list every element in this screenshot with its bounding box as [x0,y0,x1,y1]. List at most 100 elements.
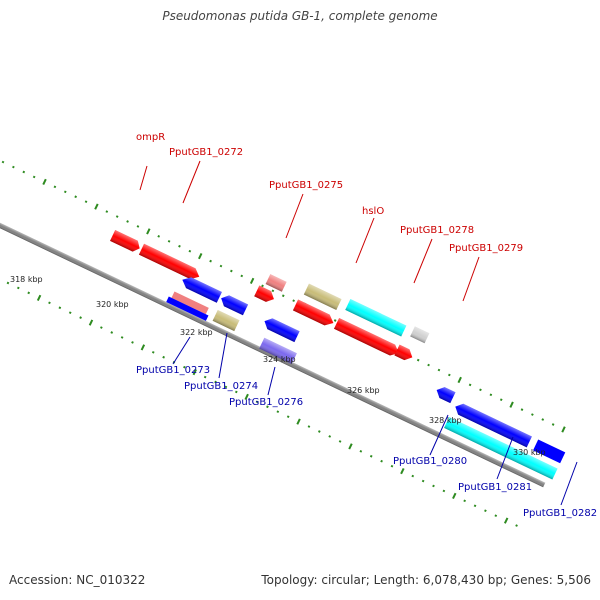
ruler-tick [328,435,332,438]
ruler-tick [115,215,119,218]
ruler-tick [136,225,140,228]
ruler-tick [79,316,82,319]
ruler-tick [140,344,146,351]
ruler-tick [224,385,228,389]
ruler-tick [203,375,207,379]
ruler-tick [219,264,223,268]
label-hslO[interactable]: hslO [362,206,384,217]
ruler-tick [183,365,186,369]
ruler-tick [509,401,514,408]
label-PputGB1-0280[interactable]: PputGB1_0280 [393,456,467,467]
ruler-tick [463,499,466,503]
label-PputGB1-0276[interactable]: PputGB1_0276 [229,397,303,408]
label-PputGB1-0273[interactable]: PputGB1_0273 [136,365,210,376]
ruler-tick [457,376,462,384]
scale-label: 324 kbp [263,355,296,364]
ruler-tick [400,467,405,475]
label-PputGB1-0275[interactable]: PputGB1_0275 [269,180,343,191]
ruler-tick [421,479,425,483]
ruler-tick [468,383,472,387]
ruler-tick [214,380,217,384]
ruler-tick [531,413,534,416]
ruler-tick [48,301,51,305]
ruler-tick [318,430,321,433]
label-PputGB1-0281[interactable]: PputGB1_0281 [458,482,532,493]
ruler-tick [146,228,151,235]
forward-strand-genes [110,230,430,361]
ruler-tick [520,408,524,411]
ruler-tick [494,514,498,518]
outer-tick-row [1,160,566,433]
scale-label: 330 kbp [513,448,546,457]
ruler-tick [281,294,285,298]
label-PputGB1-0282[interactable]: PputGB1_0282 [523,508,597,519]
gene-blue-0273c[interactable] [166,296,209,321]
inner-tick-row [6,281,518,527]
ruler-tick [286,415,290,418]
ruler-tick [178,244,181,248]
ruler-tick [68,311,72,315]
ruler-tick [74,195,78,199]
ruler-tick [380,459,383,463]
ruler-tick [249,277,255,285]
ruler-tick [105,210,109,213]
ruler-tick [489,393,493,397]
ruler-tick [53,185,57,189]
ruler-tick [338,440,342,443]
ruler-tick [22,170,26,174]
ruler-tick [63,190,67,194]
ruler-tick [266,405,269,409]
ruler-tick [432,484,435,488]
label-PputGB1-0278[interactable]: PputGB1_0278 [400,225,474,236]
ruler-tick [359,449,363,453]
ruler-tick [276,410,280,414]
ruler-tick [541,418,545,421]
ruler-tick [1,160,5,164]
ruler-tick [88,319,94,326]
genome-summary-text: Topology: circular; Length: 6,078,430 bp… [261,573,591,587]
ruler-tick [131,341,134,344]
ruler-tick [12,165,15,169]
ruler-tick [448,373,451,377]
label-leaders [139,160,578,506]
label-PputGB1-0272[interactable]: PputGB1_0272 [169,147,243,158]
ruler-tick [442,489,446,493]
label-ompR[interactable]: ompR [136,132,165,143]
label-PputGB1-0274[interactable]: PputGB1_0274 [184,381,258,392]
ruler-tick [479,388,482,392]
ruler-tick [16,286,20,290]
ruler-tick [198,253,203,260]
scale-label: 326 kbp [347,386,380,395]
ruler-tick [427,363,430,367]
scale-label: 320 kbp [96,300,129,309]
ruler-tick [58,306,62,310]
label-PputGB1-0279[interactable]: PputGB1_0279 [449,243,523,254]
ruler-tick [234,390,238,394]
gene-PputGB1-0282[interactable] [533,439,566,464]
ruler-tick [84,200,88,204]
ruler-tick [348,443,353,450]
ruler-tick [484,509,487,513]
ruler-tick [561,426,566,433]
accession-text: Accession: NC_010322 [9,573,146,587]
ruler-tick [255,400,259,404]
ruler-tick [42,178,47,186]
ruler-tick [411,474,415,478]
ruler-tick [230,269,233,273]
ruler-tick [151,350,155,354]
ruler-tick [32,175,36,179]
gene-PputGB1-0273[interactable] [171,291,209,315]
ruler-tick [188,249,192,253]
ruler-tick [36,294,42,301]
forward-gene-labels: ompR PputGB1_0272 PputGB1_0275 hslO Pput… [136,132,523,254]
ruler-tick [473,504,477,508]
ruler-tick [292,299,295,303]
ruler-tick [162,355,165,359]
ruler-tick [240,274,244,278]
ruler-tick [437,368,441,372]
ruler-tick [369,454,373,458]
map-title: Pseudomonas putida GB-1, complete genome [162,9,438,23]
ruler-tick [307,425,311,428]
